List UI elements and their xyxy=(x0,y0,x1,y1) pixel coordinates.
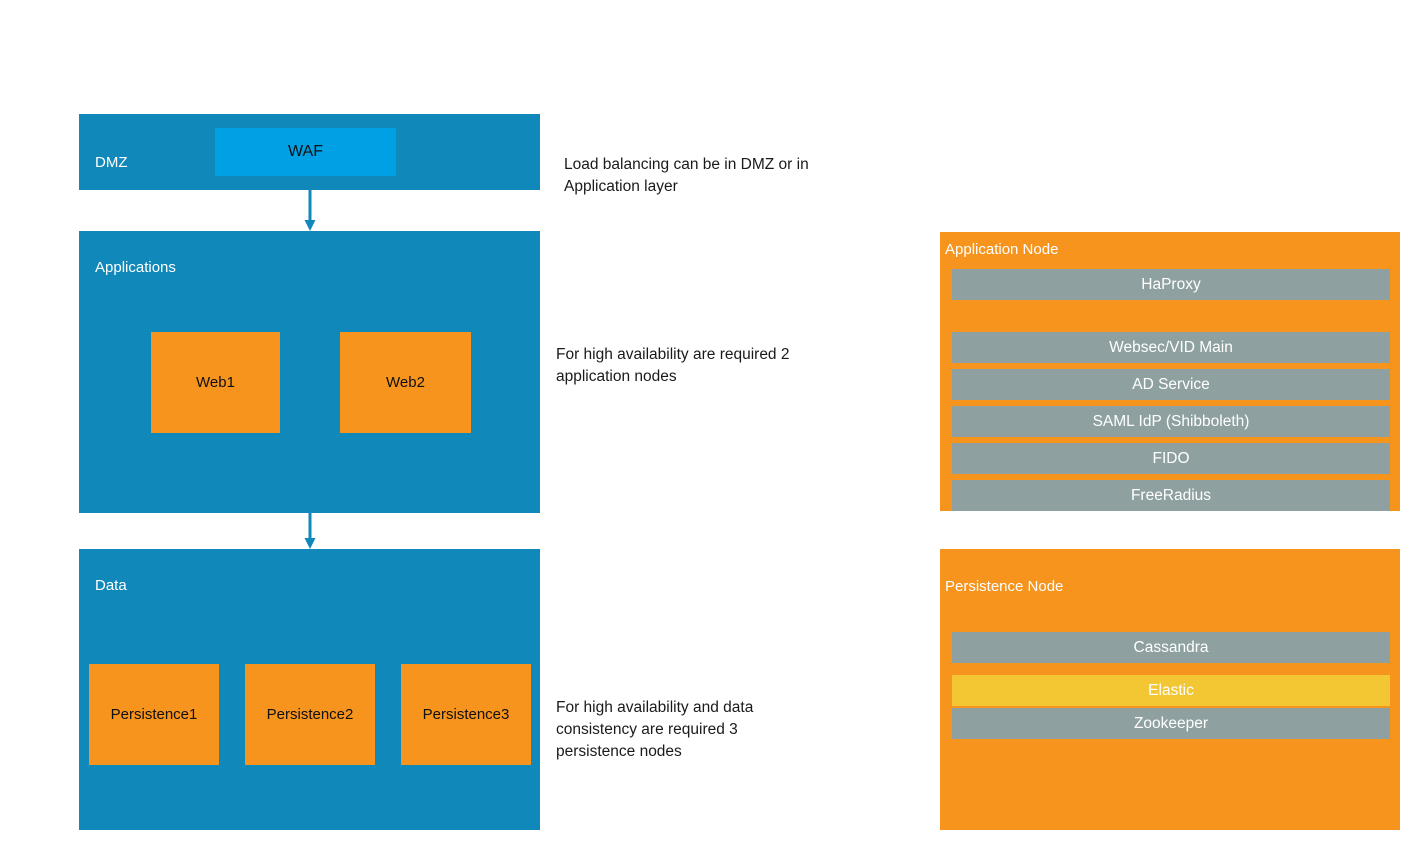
annotation-load-balancing: Load balancing can be in DMZ or in Appli… xyxy=(564,156,809,195)
panel-application-node[interactable]: Application Node HaProxy Websec/VID Main… xyxy=(940,232,1400,511)
service-haproxy[interactable]: HaProxy xyxy=(952,269,1390,300)
panel-persistence-node-label: Persistence Node xyxy=(945,578,1064,595)
node-persistence2[interactable]: Persistence2 xyxy=(245,664,375,765)
zone-dmz-label: DMZ xyxy=(95,154,128,171)
service-ad-service[interactable]: AD Service xyxy=(952,369,1390,400)
annotation-persistence-nodes: For high availability and data consisten… xyxy=(556,699,754,760)
zone-applications-label: Applications xyxy=(95,259,176,276)
zone-data-label: Data xyxy=(95,577,127,594)
node-waf[interactable]: WAF xyxy=(215,128,396,176)
zone-data[interactable]: Data Persistence1 Persistence2 Persisten… xyxy=(79,549,540,830)
node-web2[interactable]: Web2 xyxy=(340,332,471,433)
service-zookeeper[interactable]: Zookeeper xyxy=(952,708,1390,739)
zone-dmz[interactable]: DMZ WAF xyxy=(79,114,540,190)
service-elastic[interactable]: Elastic xyxy=(952,675,1390,706)
node-web1[interactable]: Web1 xyxy=(151,332,280,433)
service-cassandra[interactable]: Cassandra xyxy=(952,632,1390,663)
panel-application-node-label: Application Node xyxy=(945,241,1059,258)
service-saml-idp-shibboleth[interactable]: SAML IdP (Shibboleth) xyxy=(952,406,1390,437)
annotation-application-nodes: For high availability are required 2 app… xyxy=(556,346,790,385)
connector-dmz-to-applications-arrow xyxy=(303,190,317,231)
service-fido[interactable]: FIDO xyxy=(952,443,1390,474)
service-freeradius[interactable]: FreeRadius xyxy=(952,480,1390,511)
connector-applications-to-data-arrow xyxy=(303,513,317,549)
service-websec-vid-main[interactable]: Websec/VID Main xyxy=(952,332,1390,363)
node-persistence3[interactable]: Persistence3 xyxy=(401,664,531,765)
node-persistence1[interactable]: Persistence1 xyxy=(89,664,219,765)
panel-persistence-node[interactable]: Persistence Node Cassandra Elastic Zooke… xyxy=(940,549,1400,830)
zone-applications[interactable]: Applications Web1 Web2 xyxy=(79,231,540,513)
